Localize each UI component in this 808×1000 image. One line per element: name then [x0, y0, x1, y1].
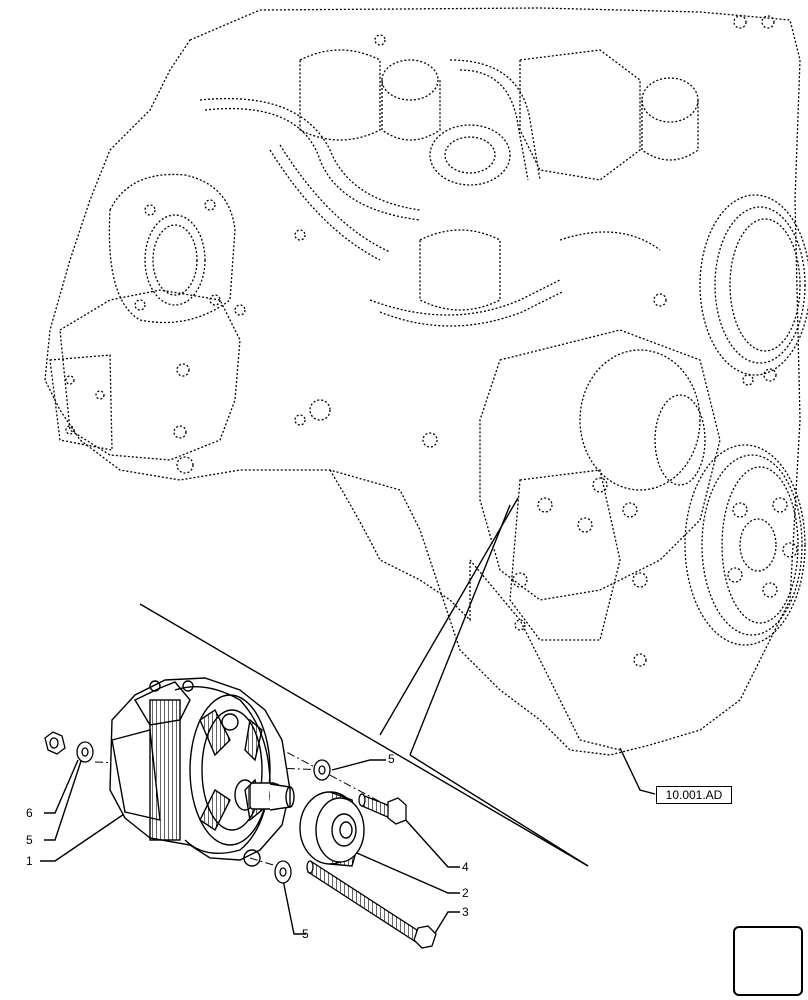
callout-4: 4	[462, 860, 469, 874]
washer-top	[313, 759, 331, 781]
callout-3: 3	[462, 905, 469, 919]
hex-nut	[44, 731, 66, 755]
reference-link[interactable]: 10.001.AD	[656, 786, 732, 804]
damper-pulley	[684, 444, 806, 646]
leader-lines	[40, 497, 656, 939]
callout-2: 2	[462, 886, 469, 900]
alternator	[109, 677, 295, 867]
engine-assembly	[44, 7, 801, 756]
upper-crank-pulley	[699, 194, 808, 376]
long-bolt	[306, 860, 437, 949]
washer-left	[76, 741, 94, 763]
callout-6: 6	[26, 806, 33, 820]
callout-5-left: 5	[26, 833, 33, 847]
alternator-pulley	[299, 791, 365, 867]
short-bolt	[358, 793, 407, 825]
washer-bottom	[274, 860, 292, 884]
callout-1: 1	[26, 854, 33, 868]
return-arrow-icon[interactable]	[733, 926, 803, 996]
callout-5-bottom: 5	[302, 927, 309, 941]
callout-5-top: 5	[388, 752, 395, 766]
